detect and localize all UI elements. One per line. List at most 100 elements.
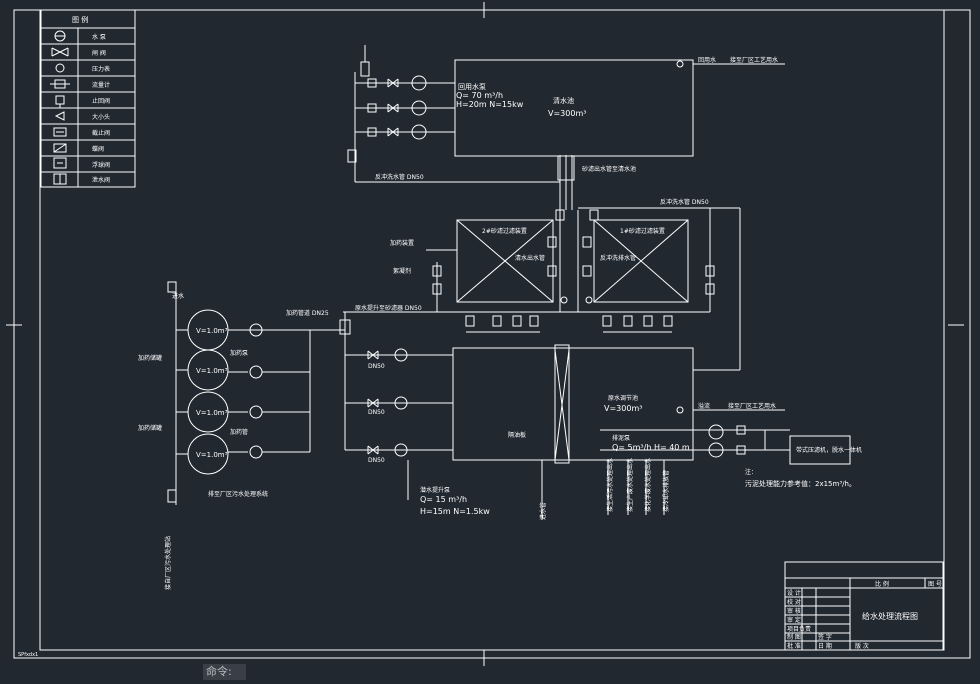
command-line-input[interactable]: 命令: [203,664,246,680]
dn50-label: DN50 [368,409,385,416]
clear-tank-volume: V=300m³ [548,109,586,118]
dosing-pump-1-icon[interactable] [249,323,263,337]
tank-volume-label: V=1.0m³ [196,409,228,417]
dn50-label: DN50 [368,363,385,370]
sludge-pump-1-icon[interactable] [708,424,724,440]
inner-frame [39,9,945,651]
to-plant-raw-label: 接至厂区工艺用水 [728,402,776,410]
sewage-pump-head: H=15m N=1.5kw [420,507,490,516]
flowmeter-icon [50,79,70,89]
outlet-fitting-icon [676,60,684,68]
dosing-pump-4-icon[interactable] [249,445,263,459]
dosing-pump-2-icon[interactable] [249,365,263,379]
backwash-drain-label: 反冲洗排水管 [600,254,636,262]
filter-1-label: 1#砂滤过滤装置 [620,227,665,235]
bottom-inlet-label: 进水管 [539,502,547,520]
legend-label: 大小头 [92,113,110,121]
legend-label: 闸 阀 [92,49,106,57]
overflow-label: 溢流 [698,402,710,410]
legend-label: 流量计 [92,81,110,89]
filter-2-label: 2#砂滤过滤装置 [482,227,527,235]
dosing-pipe-label: 加药管 [230,428,248,436]
pressure-gauge-icon [55,63,65,73]
submersible-pump-2-icon[interactable] [394,396,408,410]
raw-water-tank[interactable] [452,347,694,461]
tank-volume-label: V=1.0m³ [196,367,228,375]
tank-inlet-label: 进水 [172,292,184,300]
lift-pump-flow: Q= 70 m³/h [456,91,503,100]
butterfly-valve-icon [53,143,67,153]
legend-label: 水 泵 [92,33,106,41]
title-block [784,561,944,651]
title-row: 批 准 [787,642,801,650]
baffle-label: 隔油板 [508,431,526,439]
filter-outlet-label: 清水出水管 [515,254,545,262]
raw-tank-name: 原水调节池 [608,394,638,402]
sign-label: 签 字 [818,633,832,641]
legend-label: 止回阀 [92,97,110,105]
title-row: 校 对 [787,598,801,606]
lift-pump-name: 回用水泵 [458,82,486,91]
gate-valve-icon [51,47,69,57]
legend-table [40,9,136,188]
submersible-pump-3-icon[interactable] [394,443,408,457]
legend-label: 泄水阀 [92,176,110,184]
dosing-pump-label: 加药泵 [230,349,248,357]
check-valve-icon [55,95,65,108]
lift-pump-3-icon[interactable] [411,124,427,140]
legend-label: 浮球阀 [92,161,110,169]
legend-label: 蝶阀 [92,145,104,153]
dosing-main-label: 加药管道 DN25 [286,309,329,317]
legend-label: 截止阀 [92,129,110,137]
flocculant-label: 絮凝剂 [393,267,411,275]
filter-press-box[interactable] [789,435,851,465]
tank-volume-label: V=1.0m³ [196,451,228,459]
backwash-pipe2-label: 反冲洗水管 DN50 [660,198,709,206]
tank-drain-note: 排至厂区污水处理系统 [208,490,268,498]
sand-filter-2[interactable] [456,219,554,303]
sludge-pump-name: 排泥泵 [612,434,630,442]
backwash-pipe-label: 反冲洗水管 DN50 [375,173,424,181]
filter-press-label: 带式压滤机，脱水一体机 [796,446,862,454]
title-row: 审 核 [787,607,801,615]
clear-tank-name: 清水池 [553,96,574,105]
inlet-pipe-label: 接生产废水处理出水 [626,458,634,512]
sand-filter-1[interactable] [593,219,689,303]
legend-labels: 图 例 水 泵 闸 阀 压力表 流量计 止回阀 大小头 截止阀 蝶阀 浮球阀 泄… [72,15,110,184]
legend-label: 压力表 [92,65,110,73]
drain-valve-icon [53,173,67,185]
lift-pump-2-icon[interactable] [411,100,427,116]
lift-pump-1-icon[interactable] [411,75,427,91]
to-plant-clear-label: 接至厂区工艺用水 [730,56,778,64]
dosing-device-label: 加药装置 [390,239,414,247]
tank-volume-label: V=1.0m³ [196,327,228,335]
version-label: 版 次 [855,642,869,650]
sewage-pump-name: 潜水提升泵 [420,486,450,494]
title-row: 项目负责 [787,625,811,633]
title-row: 审 定 [787,616,801,624]
dosing-pump-3-icon[interactable] [249,405,263,419]
scale-label: 比 例 [875,580,889,588]
reagent-a-label: 加药储罐 [138,354,162,362]
sludge-pump-2-icon[interactable] [708,442,724,458]
sheet-label: 图 号 [928,581,942,588]
title-row: 设 计 [787,589,801,597]
legend-title: 图 例 [72,15,88,24]
reuse-pipe-label: 回用水 [698,56,716,64]
reagent-b-label: 加药储罐 [138,424,162,432]
lift-pump-head: H=20m N=15kw [456,100,524,109]
float-valve-icon [53,157,67,169]
left-vertical-note: 接自厂区污水处理站 [164,536,172,590]
reducer-icon [54,111,65,121]
submersible-pump-1-icon[interactable] [394,348,408,362]
drawing-title: 给水处理流程图 [862,611,918,621]
note-title: 注： [745,468,757,476]
sewage-pump-flow: Q= 15 m³/h [420,495,467,504]
date-label: 日 期 [818,642,832,650]
center-pipe-label: 砂滤出水管至清水池 [582,165,636,173]
raw-tank-volume: V=300m³ [604,404,642,413]
inlet-pipe-label: 接冷却水排放管 [662,470,670,512]
sludge-pump-flow: Q= 5m³/h H= 40 m [612,443,690,452]
